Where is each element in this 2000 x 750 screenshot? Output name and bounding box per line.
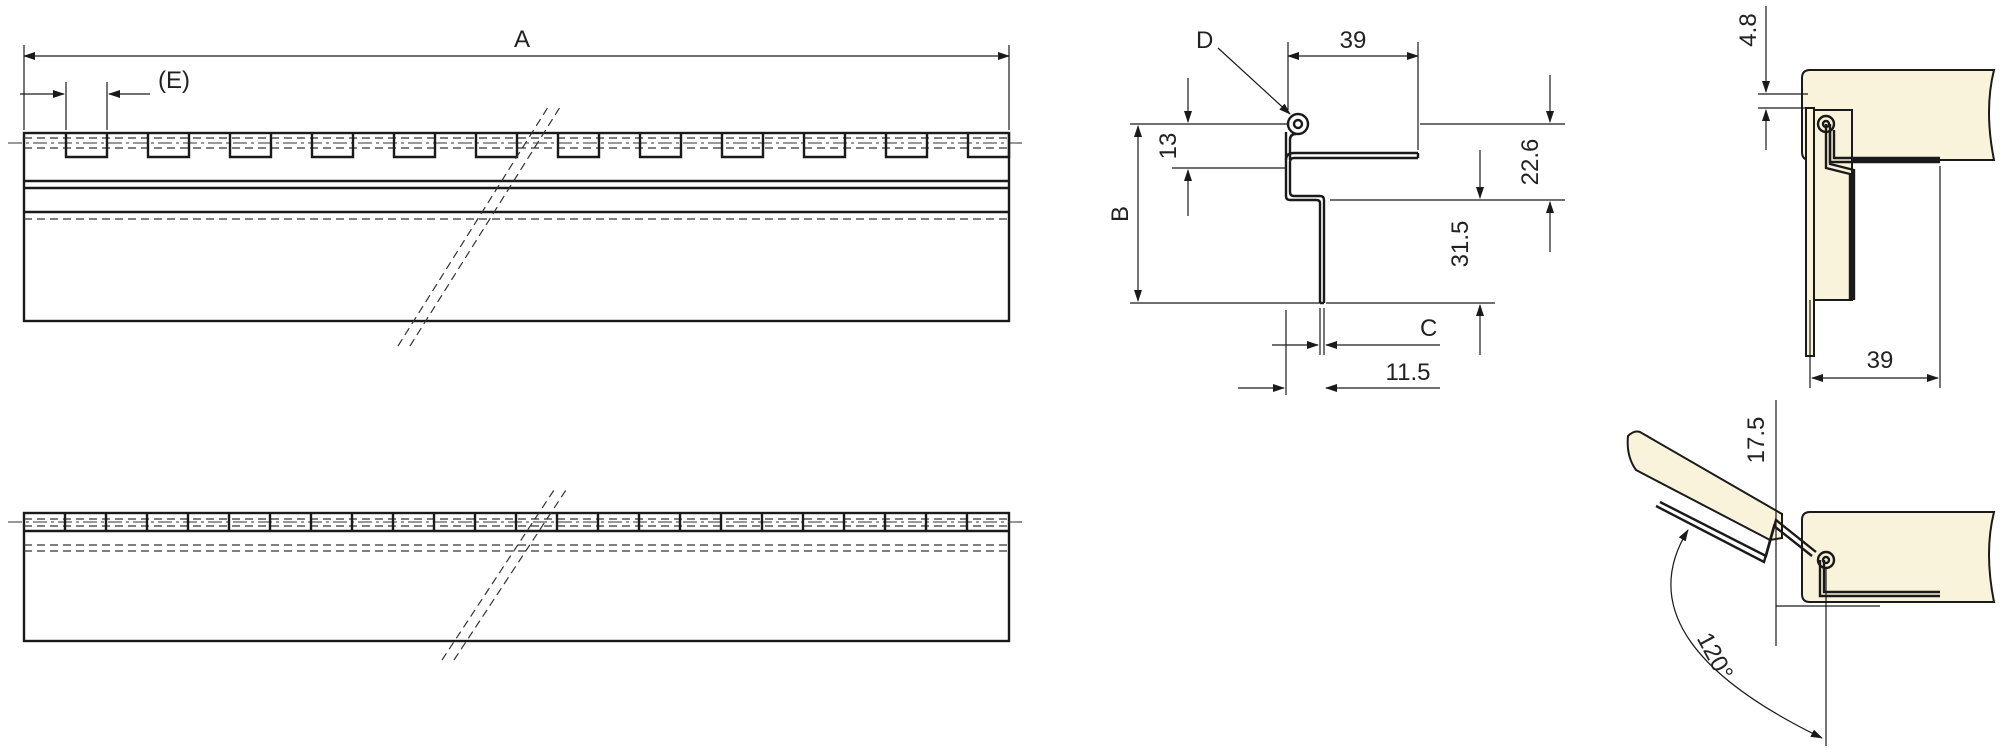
dim-39-mounted: 39 <box>1867 347 1894 374</box>
label-e: (E) <box>158 67 190 94</box>
knuckle-slot <box>64 133 109 159</box>
dim-39: 39 <box>1340 27 1367 54</box>
dim-17-5: 17.5 <box>1743 417 1770 464</box>
knuckle-slot <box>638 133 683 159</box>
knuckle-slots <box>64 133 1011 159</box>
dimension-a: A <box>23 26 1010 130</box>
knuckle-slot <box>556 133 601 159</box>
front-view-top <box>8 103 1025 347</box>
dim-22-6: 22.6 <box>1517 139 1544 186</box>
label-d: D <box>1196 27 1213 54</box>
knuckle-slot <box>146 133 191 159</box>
section-view: D 39 13 B 22.6 31.5 <box>1107 27 1565 395</box>
label-c: C <box>1420 315 1437 342</box>
label-a: A <box>514 26 530 53</box>
mounted-view-open: 17.5 120° <box>1626 400 1996 746</box>
knuckle-slot <box>228 133 273 159</box>
dimension-e: (E) <box>20 67 190 130</box>
knuckle-slot <box>802 133 847 159</box>
label-b: B <box>1107 206 1134 222</box>
knuckle-slot <box>392 133 437 159</box>
knuckle-slot <box>720 133 765 159</box>
dim-31-5: 31.5 <box>1447 221 1474 268</box>
dim-11-5: 11.5 <box>1386 359 1431 386</box>
dim-13: 13 <box>1155 133 1182 160</box>
knuckle-slot <box>966 133 1011 159</box>
front-view-bottom <box>8 489 1025 661</box>
angle-120: 120° <box>1691 628 1738 685</box>
knuckle-slot <box>474 133 519 159</box>
knuckle-divisions <box>63 513 969 531</box>
knuckle-slot <box>884 133 929 159</box>
mounted-view-closed: 4.8 39 <box>1735 6 1996 388</box>
dim-4-8: 4.8 <box>1735 13 1762 46</box>
knuckle-slot <box>310 133 355 159</box>
